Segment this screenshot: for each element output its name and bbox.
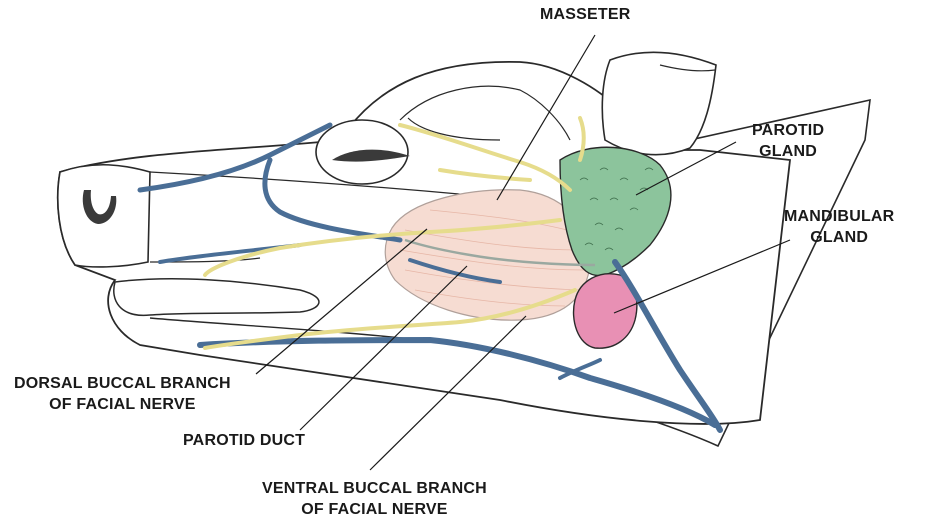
label-parotid-gland-line2: GLAND xyxy=(752,141,824,162)
label-ventral-buccal-line1: VENTRAL BUCCAL BRANCH xyxy=(262,478,487,499)
label-mandibular-gland-line2: GLAND xyxy=(784,227,894,248)
label-dorsal-buccal: DORSAL BUCCAL BRANCH OF FACIAL NERVE xyxy=(14,373,231,415)
label-mandibular-gland-line1: MANDIBULAR xyxy=(784,206,894,227)
label-ventral-buccal-line2: OF FACIAL NERVE xyxy=(262,499,487,520)
label-ventral-buccal: VENTRAL BUCCAL BRANCH OF FACIAL NERVE xyxy=(262,478,487,520)
label-dorsal-buccal-line1: DORSAL BUCCAL BRANCH xyxy=(14,373,231,394)
label-parotid-gland-line1: PAROTID xyxy=(752,120,824,141)
label-mandibular-gland: MANDIBULAR GLAND xyxy=(784,206,894,248)
label-parotid-duct: PAROTID DUCT xyxy=(183,430,305,451)
label-parotid-gland: PAROTID GLAND xyxy=(752,120,824,162)
label-dorsal-buccal-line2: OF FACIAL NERVE xyxy=(14,394,231,415)
label-masseter: MASSETER xyxy=(540,4,631,25)
